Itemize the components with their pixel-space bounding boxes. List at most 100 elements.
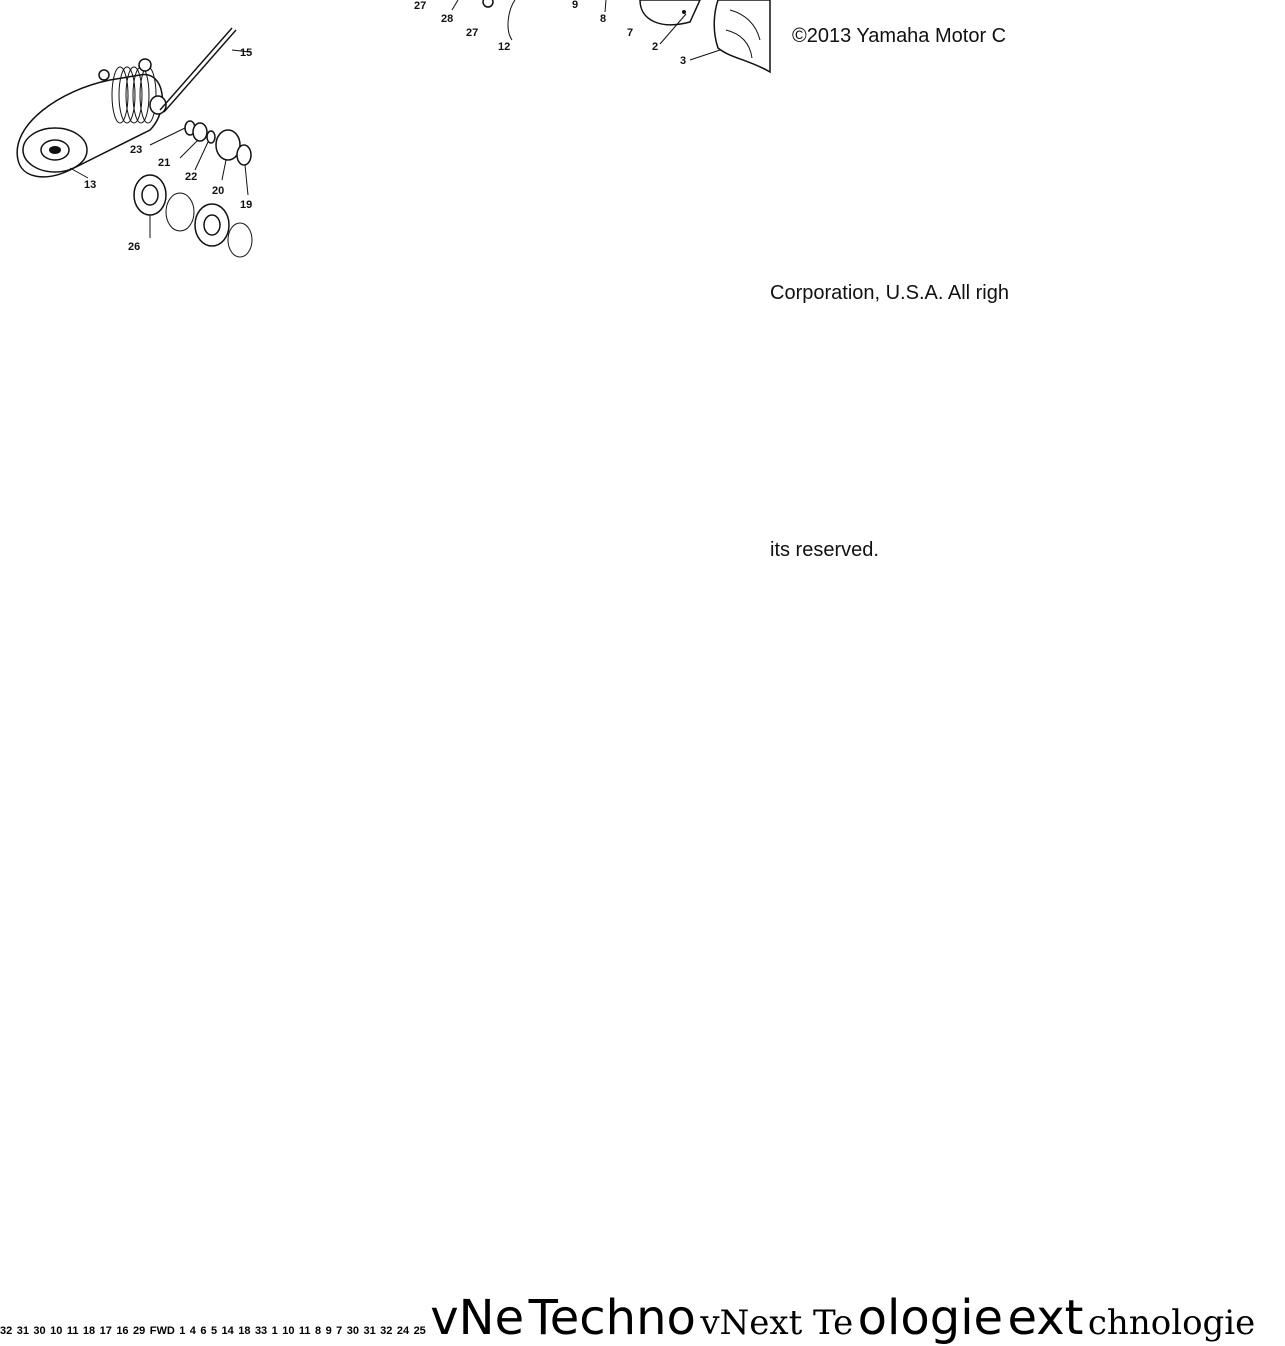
- ring-19: [236, 144, 252, 166]
- tile-bottom-wheel: 10 11 8 9 7 30 31 32: [282, 1321, 397, 1338]
- collar-8: 10 11 8 9 7 30 31 32: [282, 1321, 397, 1338]
- callout-27a: 27: [414, 0, 426, 12]
- bushing-small: 14 18: [222, 1321, 255, 1338]
- washer-22: [206, 130, 216, 144]
- watermark-outline-4: ext: [1007, 1290, 1084, 1346]
- axle-flange: 1 4 6 5: [179, 1321, 221, 1338]
- watermark-outline-3: ologie: [857, 1290, 1004, 1346]
- callout-5: 5: [210, 1325, 218, 1337]
- spacer-30: 32 31 30 10 11 18 17 16 29: [0, 1321, 150, 1338]
- copyright-line-2: Corporation, U.S.A. All righ: [770, 282, 1009, 304]
- clip-11b: 10 11 8 9 7 30 31 32: [282, 1321, 397, 1338]
- copyright-line-1: ©2013 Yamaha Motor C: [792, 25, 1007, 47]
- wheel-18: 32 31 30 10 11 18 17 16 29: [0, 1321, 150, 1338]
- callout-27b: 27: [466, 27, 478, 39]
- callout-30a: 30: [33, 1325, 46, 1337]
- callout-16: 16: [116, 1325, 129, 1337]
- housing-bore-center: [49, 146, 61, 154]
- callout-6a: 6: [200, 1325, 207, 1337]
- callout-12: 12: [498, 41, 510, 53]
- callout-10b: 10: [282, 1325, 295, 1337]
- tile-axle-assembly: FWD 1 4 6 5: [150, 1321, 222, 1338]
- callout-4: 4: [189, 1325, 196, 1337]
- hub-plate-top: [639, 0, 701, 26]
- callout-1a: 1: [179, 1325, 186, 1337]
- callout-8b: 8: [315, 1325, 322, 1337]
- fwd-arrow-icon: FWD 1 4 6 5: [150, 1321, 222, 1338]
- tile-mid-left: 33 1: [255, 1321, 282, 1338]
- retainer-clip: 1 4 6 5: [179, 1321, 221, 1338]
- bolt-5: 1 4 6 5: [179, 1321, 221, 1338]
- spacer-30b: 10 11 8 9 7 30 31 32: [282, 1321, 397, 1338]
- wheel-7: 10 11 8 9 7 30 31 32: [282, 1321, 397, 1338]
- callout-1b: 1: [271, 1325, 278, 1337]
- tile-top-strip: 27 28 27 12 9 8 7 2 3: [414, 0, 771, 74]
- callout-31a: 31: [16, 1325, 29, 1337]
- washer-31: 32 31 30 10 11 18 17 16 29: [0, 1321, 150, 1338]
- callout-32b: 32: [380, 1325, 393, 1337]
- watermark-serif-2: chnologie: [1087, 1303, 1256, 1343]
- tile-hub-assembly: 32 31 30 10 11 18 17 16 29: [0, 1321, 150, 1338]
- washer-6: 1 4 6 5: [179, 1321, 221, 1338]
- callout-24: 24: [396, 1325, 410, 1337]
- copyright-line-3: its reserved.: [770, 539, 879, 561]
- bracket-body: 14 18: [222, 1321, 255, 1338]
- watermark-outline-1: vNe: [430, 1290, 525, 1346]
- screw-10: 32 31 30 10 11 18 17 16 29: [0, 1321, 150, 1338]
- cam-part: 33 1: [255, 1321, 282, 1338]
- watermark-serif: vNext Te: [700, 1303, 854, 1343]
- callout-8a: 8: [600, 13, 606, 25]
- nut-18: 14 18: [222, 1321, 255, 1338]
- hub-17: 32 31 30 10 11 18 17 16 29: [0, 1321, 150, 1338]
- callout-32a: 32: [0, 1325, 13, 1337]
- callout-3: 3: [680, 55, 686, 67]
- tile-bottom-left: 24 25: [397, 1321, 430, 1338]
- callout-23: 23: [130, 144, 142, 156]
- fwd-label: FWD: [149, 1325, 175, 1337]
- callout-15: 15: [240, 47, 252, 59]
- washer-21: [192, 122, 208, 142]
- bolt-32b: 10 11 8 9 7 30 31 32: [282, 1321, 397, 1338]
- callout-20: 20: [212, 185, 224, 197]
- snap-ring-right: [227, 222, 253, 258]
- washer-31b: 10 11 8 9 7 30 31 32: [282, 1321, 397, 1338]
- callout-10a: 10: [50, 1325, 63, 1337]
- callout-25: 25: [413, 1325, 426, 1337]
- plate-20: [215, 129, 241, 161]
- spring-rod: [159, 27, 233, 111]
- callout-21: 21: [158, 157, 170, 169]
- callout-11b: 11: [298, 1325, 311, 1337]
- tile-spring-housing: 15 23 21 22 20 19 13 26: [16, 27, 253, 258]
- axle-shaft-1: 1 4 6 5: [179, 1321, 221, 1338]
- spring-rod-14: 14 18: [222, 1321, 255, 1338]
- snap-ring-left: [165, 192, 195, 232]
- watermark-outline-2: Techno: [528, 1290, 696, 1346]
- callout-11a: 11: [66, 1325, 79, 1337]
- callout-31b: 31: [363, 1325, 376, 1337]
- callout-22: 22: [185, 171, 197, 183]
- clip-11: 32 31 30 10 11 18 17 16 29: [0, 1321, 150, 1338]
- cover-29: 32 31 30 10 11 18 17 16 29: [0, 1321, 150, 1338]
- callout-33: 33: [254, 1325, 268, 1337]
- pin-shaft: 33 1: [255, 1321, 282, 1338]
- callout-9b: 9: [325, 1325, 332, 1337]
- callout-30b: 30: [346, 1325, 359, 1337]
- callout-19: 19: [240, 199, 252, 211]
- elbow-33: 33 1: [255, 1321, 282, 1338]
- callout-7b: 7: [336, 1325, 343, 1337]
- callout-14: 14: [221, 1325, 234, 1337]
- callout-29: 29: [133, 1325, 146, 1337]
- exploded-view-drawing: 15 23 21 22 20 19 13 26 27 28 27 12 9 8 …: [16, 0, 771, 258]
- bushing-4: 1 4 6 5: [179, 1321, 221, 1338]
- callout-13: 13: [84, 179, 96, 191]
- watermark: vNe Techno vNext Te ologie ext chnologie: [430, 1290, 1255, 1346]
- callout-26: 26: [128, 241, 140, 253]
- wheel-casting: [713, 0, 771, 74]
- callout-18b: 18: [82, 1325, 96, 1337]
- callout-9a: 9: [572, 0, 578, 11]
- callout-7a: 7: [627, 27, 633, 39]
- screw-10b: 10 11 8 9 7 30 31 32: [282, 1321, 397, 1338]
- parts-diagram: 15 23 21 22 20 19 13 26 27 28 27 12 9 8 …: [0, 0, 1255, 1346]
- callout-18a: 18: [238, 1325, 251, 1337]
- bolt-32: 32 31 30 10 11 18 17 16 29: [0, 1321, 150, 1338]
